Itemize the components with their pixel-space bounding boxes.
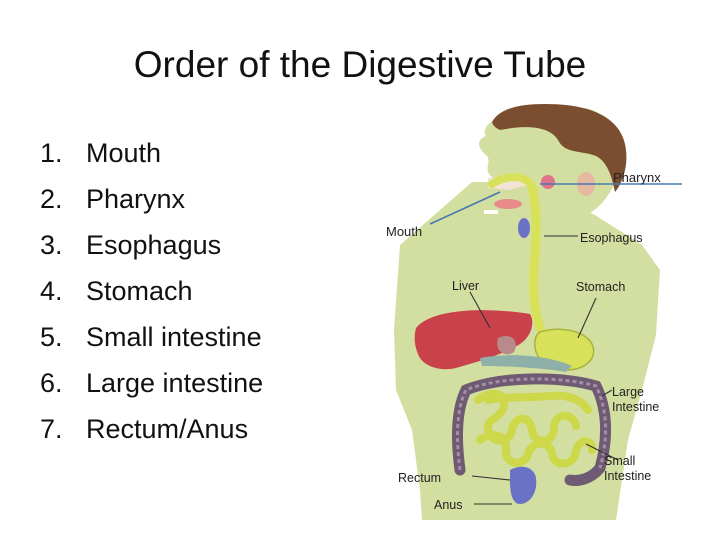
liver-organ bbox=[414, 310, 533, 370]
digestive-system-diagram: Pharynx Mouth Esophagus Liver Stomach La… bbox=[386, 104, 682, 520]
rectum-organ bbox=[510, 466, 537, 504]
digestive-order-list: 1.Mouth 2.Pharynx 3.Esophagus 4.Stomach … bbox=[40, 130, 263, 452]
list-label: Small intestine bbox=[86, 322, 262, 352]
mouth-label: Mouth bbox=[386, 224, 422, 239]
large-intestine-label-line2: Intestine bbox=[612, 400, 659, 414]
list-label: Pharynx bbox=[86, 184, 186, 214]
large-intestine-label-line1: Large bbox=[612, 385, 644, 399]
list-label: Stomach bbox=[86, 276, 193, 306]
list-item: 2. Pharynx bbox=[40, 176, 263, 222]
stomach-label: Stomach bbox=[576, 280, 625, 294]
esophagus-tube bbox=[527, 183, 551, 343]
teeth-lower bbox=[484, 210, 498, 214]
rectum-label: Rectum bbox=[398, 471, 441, 485]
pharynx-label: Pharynx bbox=[613, 170, 661, 185]
list-label: Large intestine bbox=[86, 368, 264, 398]
list-item: 5. Small intestine bbox=[40, 314, 263, 360]
annotation-arrows bbox=[469, 235, 619, 505]
list-number: 5. bbox=[40, 322, 63, 352]
list-number: 3. bbox=[40, 230, 63, 260]
list-number: 2. bbox=[40, 184, 63, 214]
parotid-gland bbox=[518, 218, 530, 238]
list-number: 1. bbox=[40, 138, 63, 168]
tongue-shape bbox=[494, 199, 522, 209]
list-item: 7. Rectum/Anus bbox=[40, 406, 263, 452]
small-intestine-organ bbox=[474, 389, 596, 468]
salivary-gland bbox=[541, 175, 555, 189]
list-item: 4. Stomach bbox=[40, 268, 263, 314]
list-label: Rectum/Anus bbox=[86, 414, 249, 444]
list-item: 1. Mouth bbox=[40, 130, 263, 176]
gallbladder bbox=[497, 335, 516, 355]
liver-label: Liver bbox=[452, 279, 479, 293]
list-item: 3. Esophagus bbox=[40, 222, 263, 268]
list-label: Esophagus bbox=[86, 230, 222, 260]
small-intestine-label-line2: Intestine bbox=[604, 469, 651, 483]
anus-label: Anus bbox=[434, 498, 463, 512]
list-number: 7. bbox=[40, 414, 63, 444]
pharynx-tube bbox=[488, 173, 538, 194]
list-number: 6. bbox=[40, 368, 63, 398]
small-intestine-label-line1: Small bbox=[604, 454, 635, 468]
list-label: Mouth bbox=[86, 138, 162, 168]
list-number: 4. bbox=[40, 276, 63, 306]
slide-title: Order of the Digestive Tube bbox=[133, 44, 587, 85]
hair-shape bbox=[492, 104, 627, 192]
pancreas-organ bbox=[480, 355, 572, 372]
mouth-pointer-line bbox=[429, 191, 501, 225]
list-item: 6. Large intestine bbox=[40, 360, 263, 406]
esophagus-label: Esophagus bbox=[580, 231, 643, 245]
